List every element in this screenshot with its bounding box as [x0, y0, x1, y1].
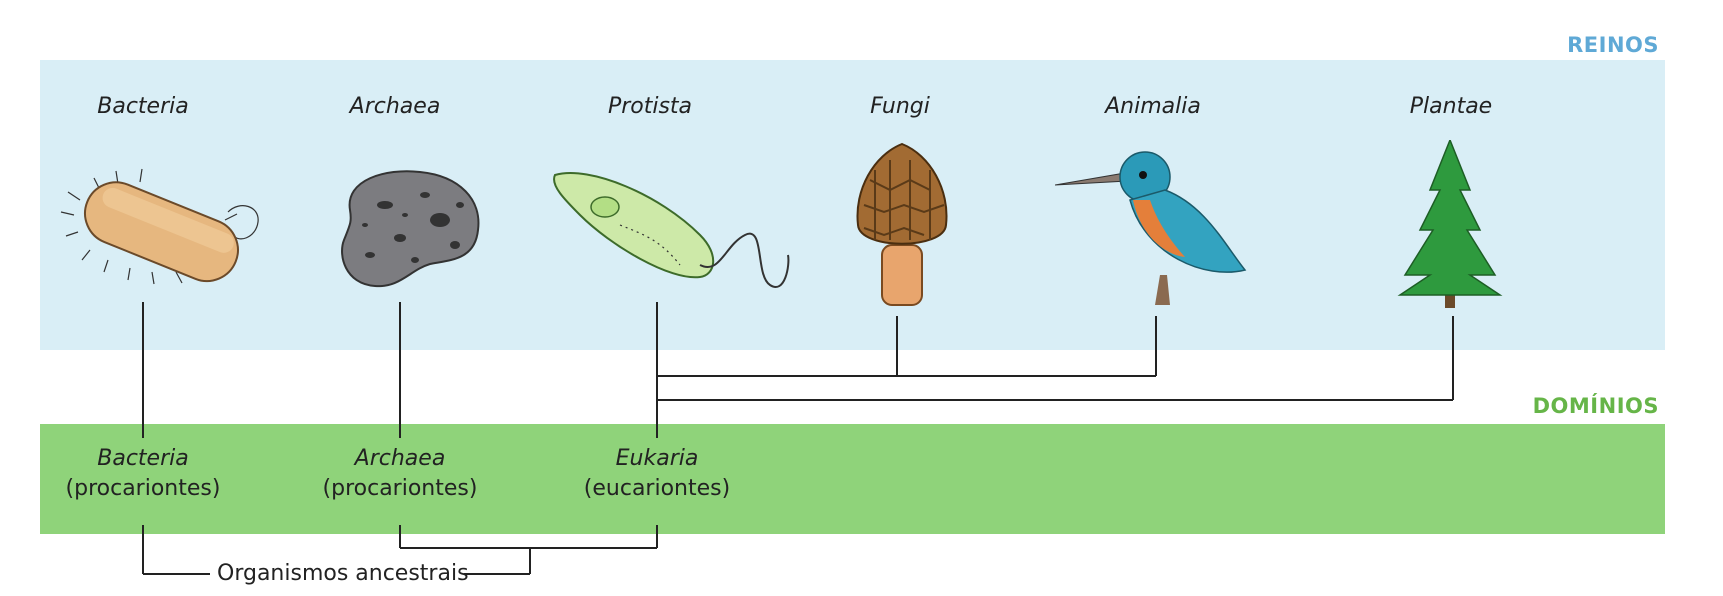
domain-archaea: Archaea (procariontes) — [280, 444, 520, 504]
domain-name-eukaria: Eukaria — [537, 444, 777, 474]
domain-bacteria: Bacteria (procariontes) — [23, 444, 263, 504]
domain-name-bacteria: Bacteria — [23, 444, 263, 474]
domain-type-archaea: (procariontes) — [280, 474, 520, 504]
domain-type-bacteria: (procariontes) — [23, 474, 263, 504]
domain-eukaria: Eukaria (eucariontes) — [537, 444, 777, 504]
ancestral-organisms-label: Organismos ancestrais — [217, 561, 469, 586]
domain-name-archaea: Archaea — [280, 444, 520, 474]
domain-type-eukaria: (eucariontes) — [537, 474, 777, 504]
